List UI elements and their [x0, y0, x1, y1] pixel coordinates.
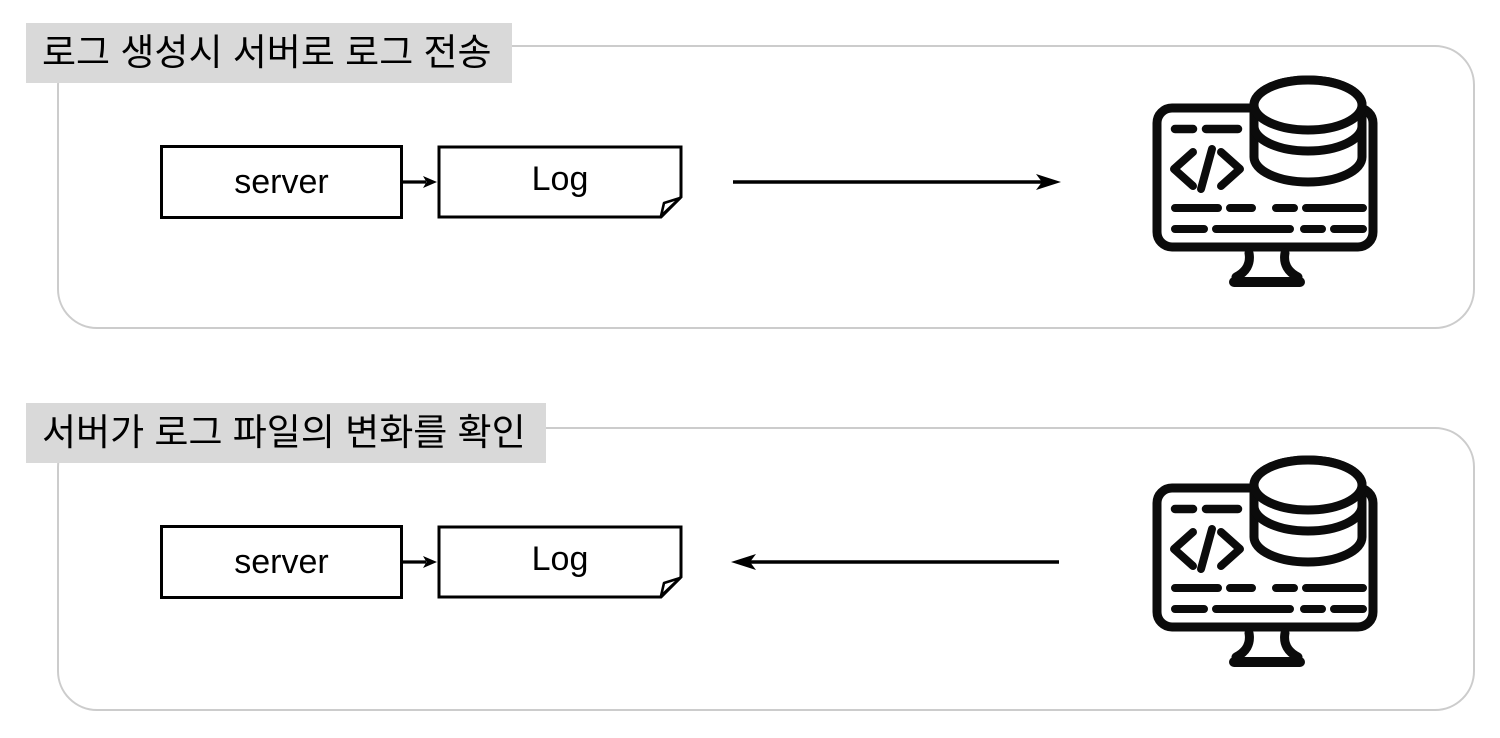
log-document-node: Log	[437, 525, 683, 599]
code-monitor-database-icon	[1152, 455, 1378, 667]
panel-1-title: 로그 생성시 서버로 로그 전송	[26, 23, 512, 83]
server-node-label: server	[234, 162, 329, 201]
panel-1-rounded-border	[57, 45, 1475, 329]
edge-server-to-log-arrow	[400, 556, 437, 568]
edge-log-to-monitor-right-arrow	[733, 174, 1061, 190]
document-shape	[437, 525, 683, 599]
document-shape	[437, 145, 683, 219]
panel-2-title: 서버가 로그 파일의 변화를 확인	[26, 403, 546, 463]
log-document-node: Log	[437, 145, 683, 219]
edge-server-to-log-arrow	[400, 176, 437, 188]
log-node-label: Log	[531, 159, 589, 198]
log-node-label: Log	[531, 539, 589, 578]
server-node-label: server	[234, 542, 329, 581]
panel-2-rounded-border	[57, 427, 1475, 711]
code-monitor-database-icon	[1152, 75, 1378, 287]
server-node: server	[160, 525, 403, 599]
edge-monitor-to-log-left-arrow	[731, 554, 1059, 570]
server-node: server	[160, 145, 403, 219]
